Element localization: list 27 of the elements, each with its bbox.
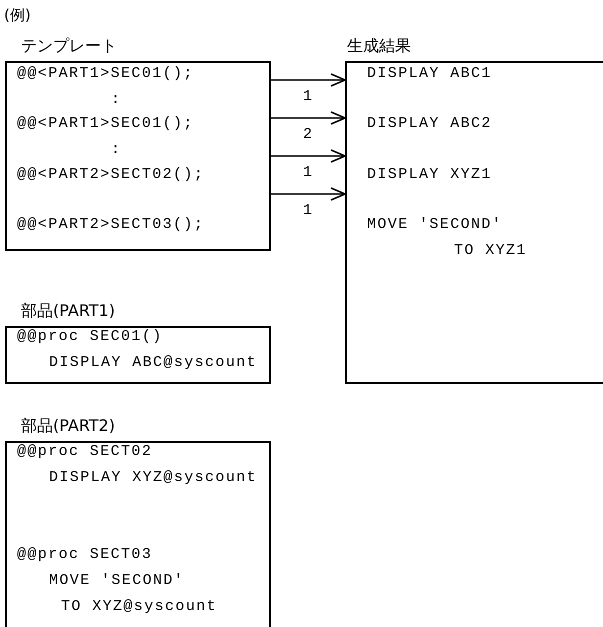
code-line: @@<PART2>SECT03(); <box>17 216 204 234</box>
code-line: : <box>111 91 122 109</box>
code-line: @@proc SEC01() <box>17 328 163 346</box>
arrow <box>271 149 346 163</box>
code-line: DISPLAY ABC1 <box>367 65 492 83</box>
panel-heading: 部品(PART1) <box>21 301 115 322</box>
code-line: : <box>111 141 122 159</box>
code-line: DISPLAY XYZ1 <box>367 166 492 184</box>
code-line: MOVE 'SECOND' <box>367 216 502 234</box>
diagram-title: (例) <box>4 6 31 25</box>
code-line: DISPLAY ABC2 <box>367 115 492 133</box>
arrow <box>271 111 346 125</box>
panel-heading: テンプレート <box>21 36 117 57</box>
code-line: @@<PART1>SEC01(); <box>17 65 194 83</box>
code-line: DISPLAY ABC@syscount <box>49 354 258 372</box>
arrow <box>271 187 346 201</box>
code-line: TO XYZ@syscount <box>61 598 218 616</box>
code-line: @@proc SECT03 <box>17 546 152 564</box>
panel-heading: 部品(PART2) <box>21 416 115 437</box>
code-line: @@proc SECT02 <box>17 443 152 461</box>
arrow <box>271 73 346 87</box>
panel-heading: 生成結果 <box>347 36 411 57</box>
code-line: DISPLAY XYZ@syscount <box>49 469 258 487</box>
code-line: @@<PART1>SEC01(); <box>17 115 194 133</box>
code-line: TO XYZ1 <box>454 242 527 260</box>
code-line: @@<PART2>SECT02(); <box>17 166 204 184</box>
code-line: MOVE 'SECOND' <box>49 572 184 590</box>
